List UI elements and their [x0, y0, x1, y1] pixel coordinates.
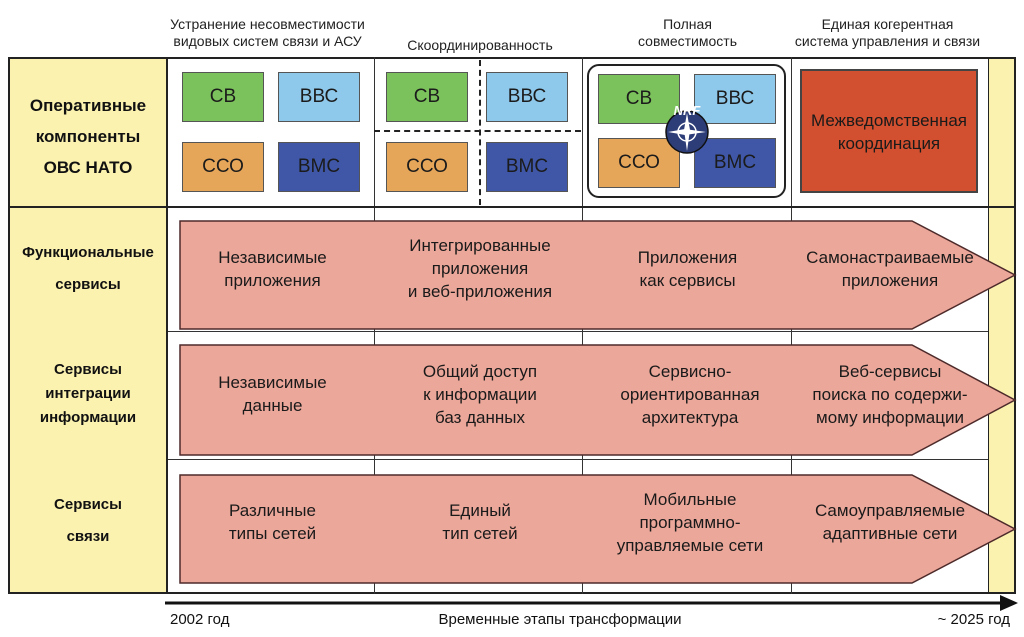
stage-text: Различные типы сетей: [228, 501, 317, 543]
row-label-communications: Сервисы связи: [54, 496, 122, 545]
component-vms: ВМС: [486, 142, 568, 192]
column-header-3: Полная совместимость: [638, 16, 737, 49]
interagency-coordination-box: Межведомственная координация: [800, 69, 978, 193]
timeline-arrowhead: [1000, 595, 1018, 611]
arrow-communications-services: [179, 474, 1017, 584]
stage-text: Независимые приложения: [218, 248, 327, 290]
stage-text: Мобильные программно- управляемые сети: [616, 490, 764, 555]
row-label-operational: Оперативные компоненты ОВС НАТО: [29, 96, 147, 177]
compatibility-frame: [587, 64, 786, 198]
component-sso: ССО: [598, 138, 680, 188]
component-sv: СВ: [598, 74, 680, 124]
timeline-start: 2002 год: [170, 611, 230, 628]
component-sso: ССО: [182, 142, 264, 192]
component-sv: СВ: [182, 72, 264, 122]
arrow-functional-services: [179, 220, 1017, 330]
stage-text: Приложения как сервисы: [637, 248, 738, 290]
row-label-panel: [8, 57, 168, 594]
component-vvs: ВВС: [694, 74, 776, 124]
timeline-caption: Временные этапы трансформации: [438, 611, 682, 628]
stage-text: Самонастраиваемые приложения: [806, 248, 974, 290]
row-label-integration: Сервисы интеграции информации: [39, 361, 137, 426]
stage-text: Общий доступ к информации баз данных: [422, 362, 538, 427]
component-sso: ССО: [386, 142, 468, 192]
row-divider: [8, 206, 1016, 208]
timeline-end: ~ 2025 год: [937, 611, 1010, 628]
stage-text: Сервисно- ориентированная архитектура: [620, 362, 760, 427]
row-divider: [168, 331, 988, 332]
stage-text: Интегрированные приложения и веб-приложе…: [407, 236, 553, 301]
component-vms: ВМС: [278, 142, 360, 192]
component-vms: ВМС: [694, 138, 776, 188]
column-header-4: Единая когерентная система управления и …: [794, 16, 981, 49]
component-vvs: ВВС: [278, 72, 360, 122]
arrow-integration-services: [179, 344, 1017, 456]
stage-text: Независимые данные: [218, 373, 327, 415]
coordination-divider: [374, 130, 581, 132]
right-edge-strip: [988, 57, 1016, 594]
stage-text: Веб-сервисы поиска по содержи- мому инфо…: [812, 362, 968, 427]
coordination-divider: [479, 60, 481, 205]
column-header-2: Скоординированность: [407, 37, 553, 53]
row-label-functional: Функциональные сервисы: [22, 244, 154, 293]
component-vvs: ВВС: [486, 72, 568, 122]
stage-text: Единый тип сетей: [442, 501, 518, 543]
component-sv: СВ: [386, 72, 468, 122]
nrf-emblem-icon: [660, 104, 714, 156]
stage-text: Самоуправляемые адаптивные сети: [814, 501, 966, 543]
nrf-label: NRF: [673, 103, 701, 118]
column-header-1: Устранение несовместимости видовых систе…: [170, 16, 365, 49]
row-divider: [168, 459, 988, 460]
